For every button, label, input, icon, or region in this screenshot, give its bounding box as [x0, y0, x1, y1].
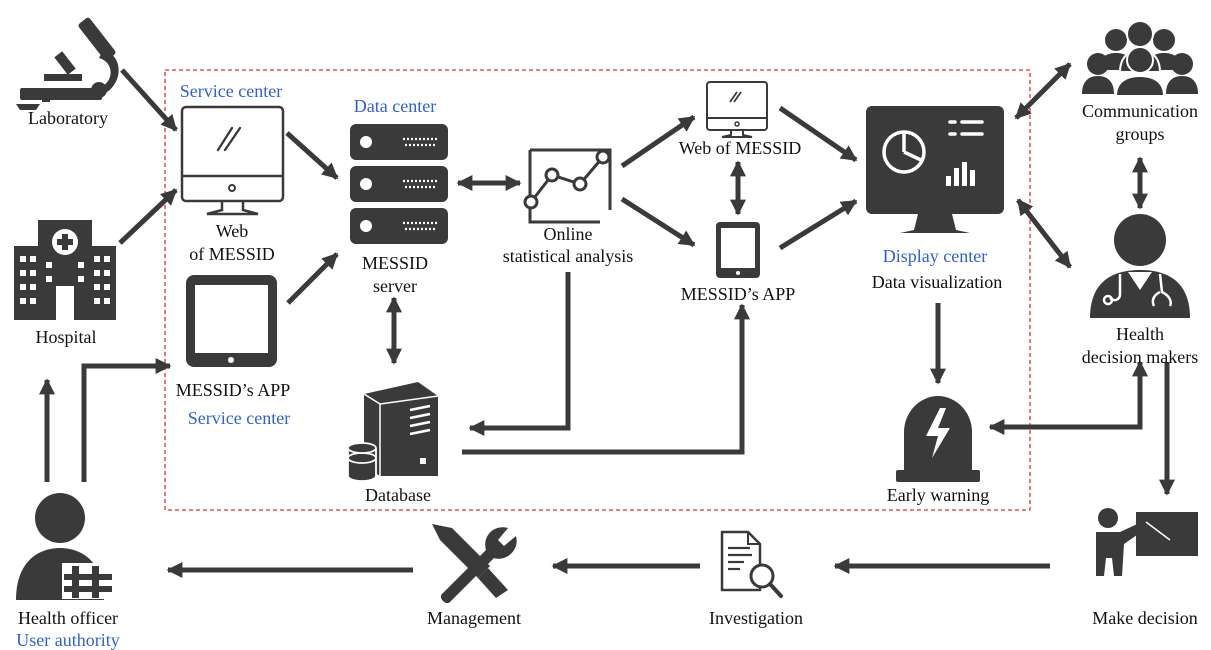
label-messid-server-line1: MESSID [362, 253, 428, 273]
small-monitor-icon [706, 81, 768, 138]
arrow-web-small-to-display [778, 105, 858, 163]
arrow-officer-to-app [81, 357, 172, 482]
label-messid-app-left: MESSID’s APP [176, 380, 291, 400]
warning-beacon-icon [896, 396, 980, 482]
label-early-warning: Early warning [887, 485, 989, 505]
arrow-app-to-display [778, 198, 858, 251]
arrow-hospital-to-web [118, 188, 178, 245]
arrow-analysis-to-app [620, 196, 696, 248]
arrow-decision-makers-to-warning [988, 360, 1149, 436]
small-tablet-icon [716, 222, 760, 278]
presenter-icon [1096, 508, 1198, 576]
label-laboratory: Laboratory [28, 108, 108, 128]
label-messid-app-center: MESSID’s APP [681, 284, 796, 304]
label-database: Database [365, 485, 431, 505]
document-search-icon [720, 530, 783, 598]
label-display-center: Display center [883, 246, 987, 266]
tools-icon [432, 524, 517, 604]
label-web-of-messid-small: Web of MESSID [679, 138, 802, 158]
label-health-dm-line2: decision makers [1082, 347, 1198, 367]
hospital-icon [14, 220, 116, 320]
people-group-icon [1082, 20, 1198, 97]
arrow-analysis-to-database [468, 272, 571, 437]
doctor-icon [1090, 214, 1190, 318]
analysis-graph-icon [523, 148, 612, 224]
label-web-line1: Web [216, 221, 249, 241]
desktop-monitor-icon [180, 105, 285, 216]
label-data-center: Data center [354, 96, 436, 116]
system-boundary [164, 69, 1031, 511]
arrow-display-communication [1014, 62, 1072, 120]
arrow-web-to-server [285, 131, 339, 180]
label-communication-line2: groups [1116, 124, 1165, 144]
tablet-icon [186, 275, 277, 367]
arrow-display-decision-makers [1016, 198, 1072, 269]
label-make-decision: Make decision [1092, 608, 1197, 628]
label-data-visualization: Data visualization [872, 272, 1002, 292]
label-hospital: Hospital [36, 327, 97, 347]
label-user-authority: User authority [16, 630, 119, 650]
arrow-app-to-server [286, 252, 339, 305]
arrow-lab-to-web [120, 68, 178, 132]
label-health-dm-line1: Health [1116, 324, 1164, 344]
label-online-line1: Online [544, 224, 593, 244]
server-rack-icon [350, 124, 448, 244]
label-messid-server-line2: server [373, 276, 417, 296]
label-service-center-bottom: Service center [188, 408, 290, 428]
microscope-icon [16, 17, 119, 110]
label-communication-line1: Communication [1082, 101, 1198, 121]
label-web-line2: of MESSID [189, 244, 275, 264]
label-investigation: Investigation [709, 608, 803, 628]
label-service-center-top: Service center [180, 81, 282, 101]
arrow-analysis-to-web-small [620, 114, 696, 169]
database-tower-icon [347, 382, 439, 482]
labels-layer: Laboratory Hospital Health officer User … [16, 81, 1198, 650]
label-health-officer: Health officer [18, 608, 118, 628]
arrow-database-to-app [462, 303, 751, 455]
health-officer-icon [16, 493, 116, 600]
label-management: Management [427, 608, 521, 628]
dashboard-monitor-icon [866, 106, 1004, 233]
label-online-line2: statistical analysis [503, 246, 633, 266]
